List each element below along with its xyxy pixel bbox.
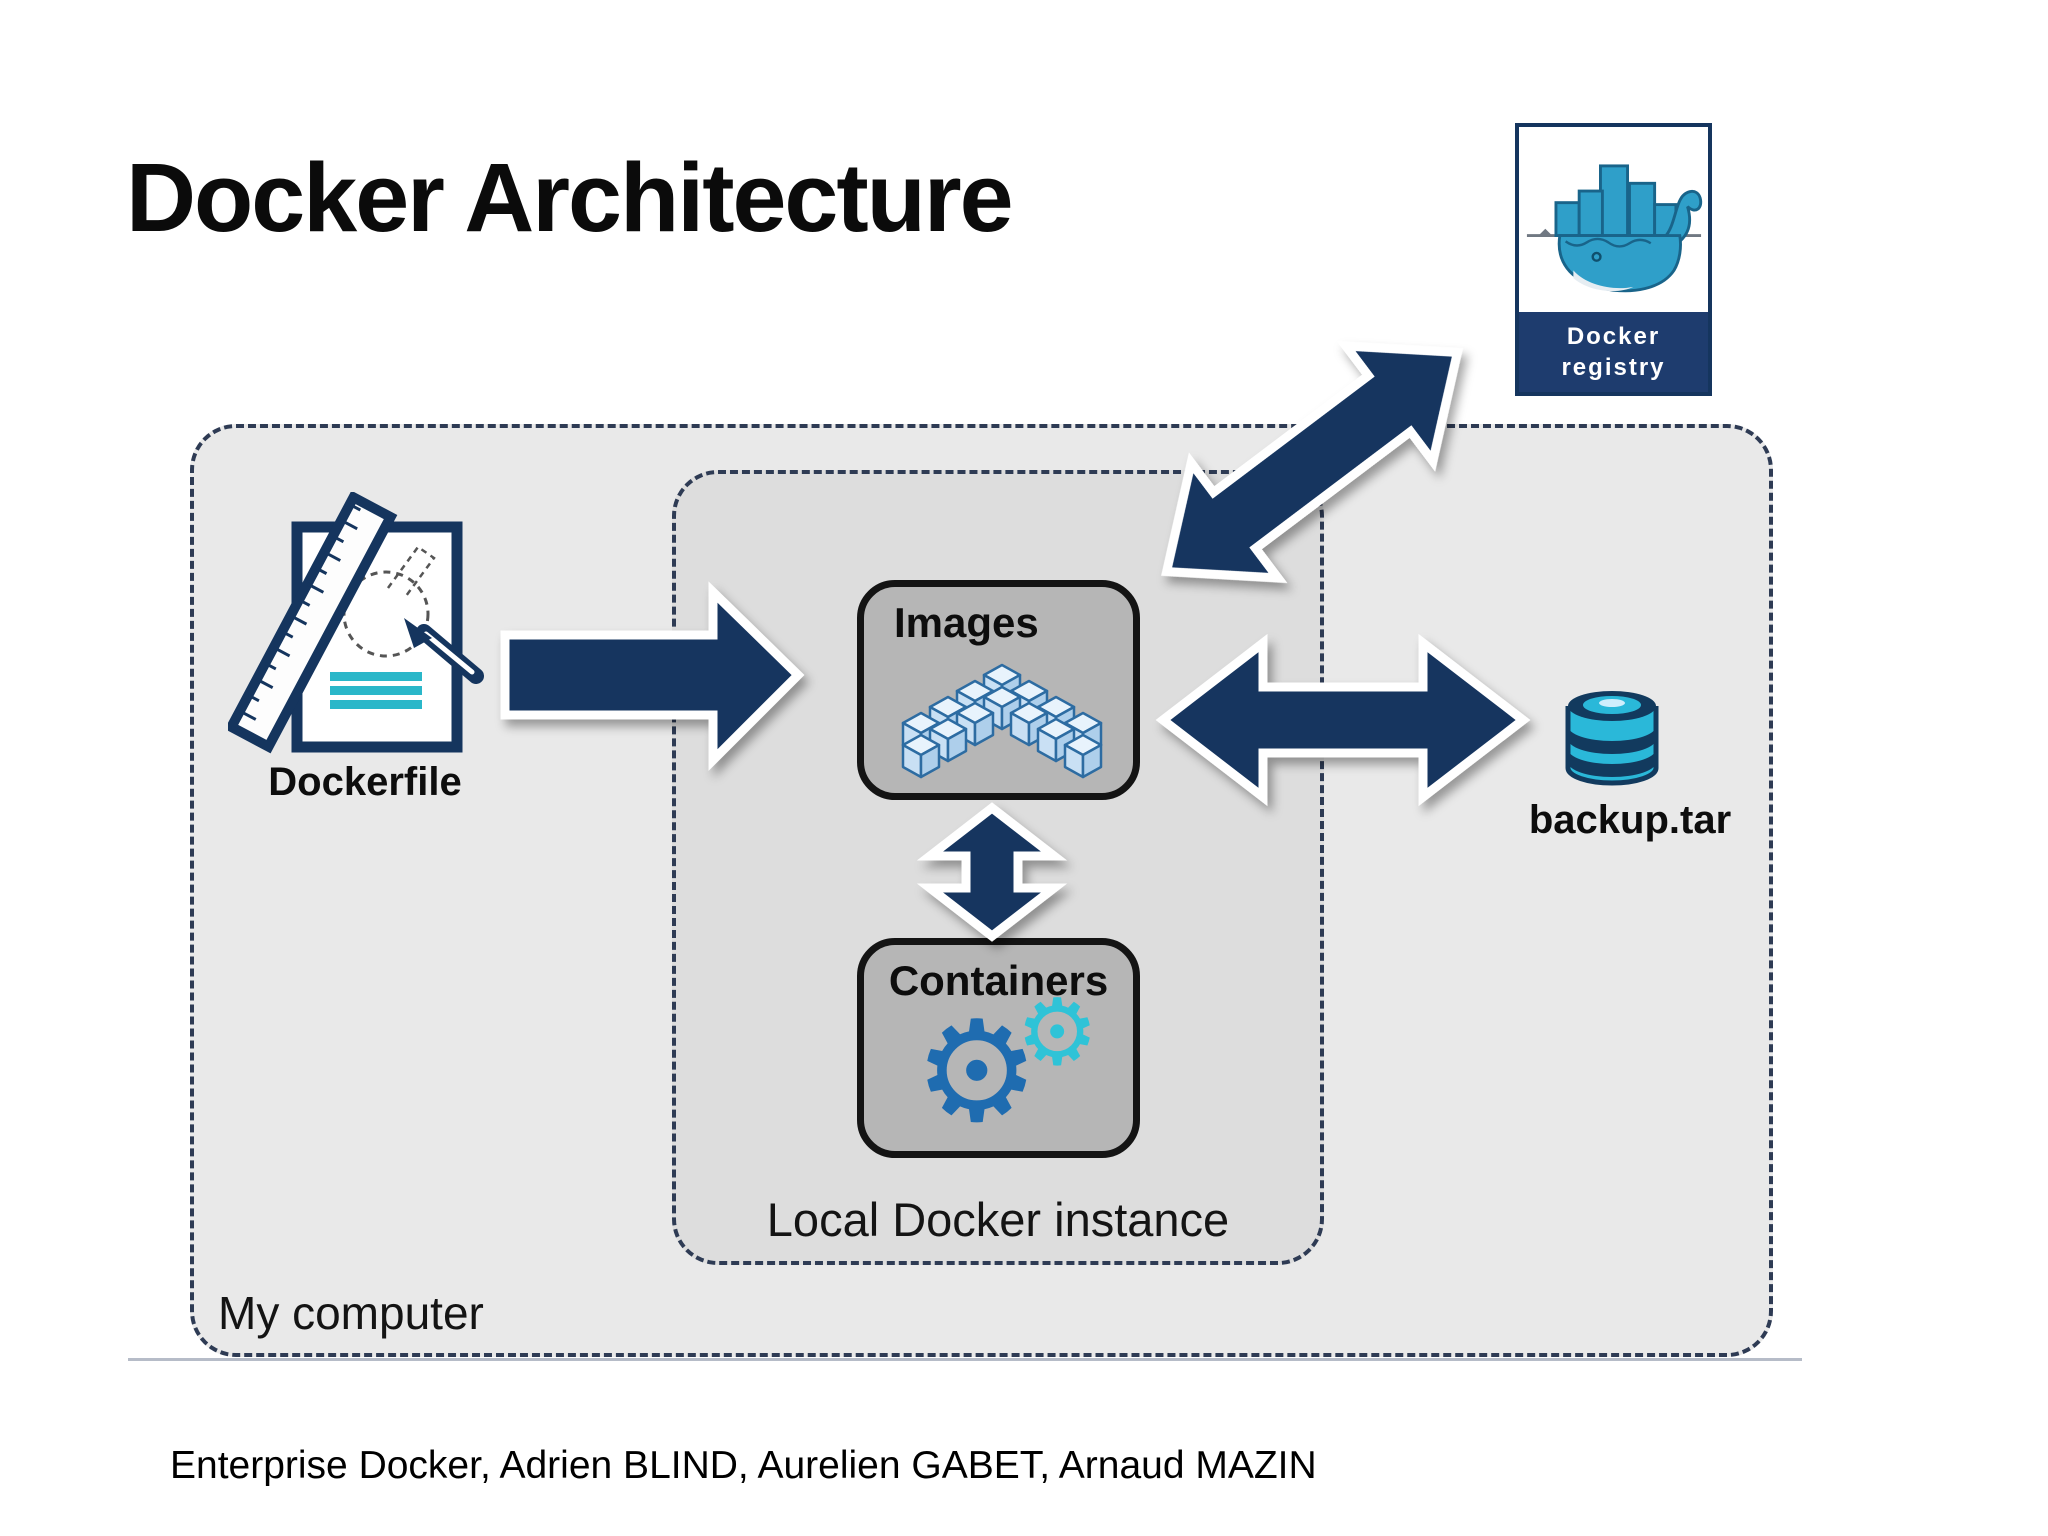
gear-big-icon: ⚙: [914, 991, 1040, 1154]
gear-small-icon: ⚙: [1016, 979, 1099, 1086]
my-computer-label: My computer: [218, 1287, 484, 1339]
footer-credit: Enterprise Docker, Adrien BLIND, Aurelie…: [170, 1444, 1317, 1487]
page-title: Docker Architecture: [126, 143, 1014, 252]
backup-tar-label: backup.tar: [1528, 798, 1732, 842]
magnifier-cursor-icon: [404, 618, 484, 684]
containers-label: Containers: [888, 957, 1109, 1004]
local-docker-instance-label: Local Docker instance: [766, 1193, 1230, 1246]
docker-registry-box: Docker registry: [1515, 123, 1712, 396]
dockerfile-blueprint-icon: [228, 492, 484, 754]
images-node: Images: [857, 580, 1140, 800]
slide-baseline-rule: [128, 1358, 1802, 1361]
dockerfile-label: Dockerfile: [268, 760, 462, 804]
containers-node: Containers ⚙ ⚙: [857, 938, 1140, 1158]
docker-whale-icon: [1519, 127, 1708, 312]
database-cylinder-icon: [1565, 691, 1659, 786]
images-label: Images: [894, 599, 1039, 646]
layered-cubes-icon: [901, 663, 1103, 779]
docker-registry-label-line1: Docker: [1566, 322, 1661, 350]
docker-registry-label: Docker registry: [1519, 312, 1708, 392]
docker-registry-label-line2: registry: [1561, 354, 1666, 381]
ruler-icon: [228, 492, 398, 754]
